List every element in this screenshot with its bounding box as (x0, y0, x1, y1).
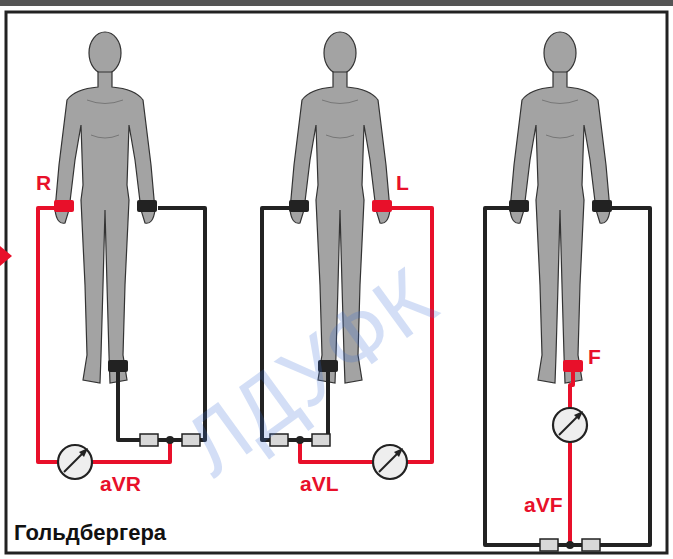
frame (6, 12, 667, 553)
lead-label: aVF (524, 494, 563, 515)
caption: Гольдбергера (14, 522, 166, 544)
lead-label: aVL (300, 473, 339, 494)
pointer-arrow (0, 246, 12, 266)
galvanometer (373, 445, 407, 479)
electrode-label: L (396, 172, 409, 193)
wires (38, 208, 650, 545)
electrode-label: F (588, 346, 601, 367)
top-bar (0, 0, 673, 6)
electrode-label: R (36, 172, 51, 193)
galvanometer (58, 445, 92, 479)
galvanometer (553, 408, 587, 442)
lead-label: aVR (100, 473, 141, 494)
